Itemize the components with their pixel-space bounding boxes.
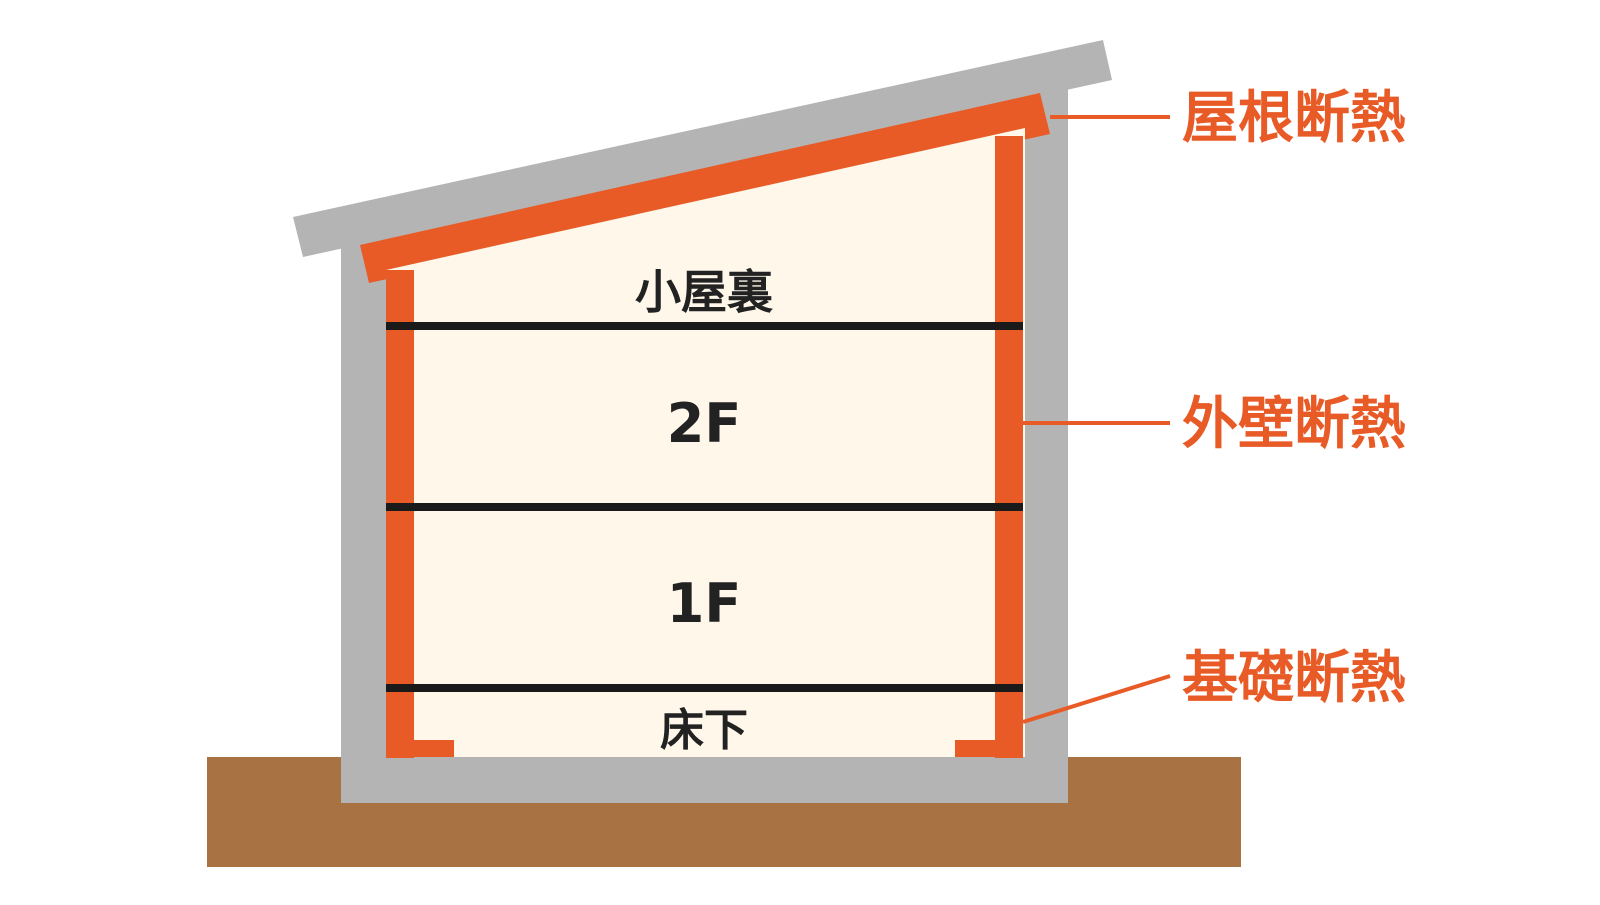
callout-wall-insulation: 外壁断熱 bbox=[1182, 392, 1406, 457]
left-wall-insulation bbox=[386, 270, 414, 758]
right-wall-insulation bbox=[995, 136, 1023, 758]
roof-insulation bbox=[360, 93, 1050, 283]
first-floor-line bbox=[386, 684, 1023, 692]
room-label-2f: 2F bbox=[667, 392, 741, 455]
foundation-insulation-left bbox=[386, 690, 454, 757]
callout-foundation-insulation: 基礎断熱 bbox=[1182, 646, 1406, 711]
callout-roof-insulation: 屋根断熱 bbox=[1182, 86, 1406, 151]
room-label-1f: 1F bbox=[667, 572, 741, 635]
room-label-attic: 小屋裏 bbox=[635, 265, 773, 319]
second-floor-line bbox=[386, 503, 1023, 511]
roof-slab bbox=[293, 40, 1112, 257]
room-label-underfloor: 床下 bbox=[660, 705, 748, 756]
interior bbox=[386, 128, 1025, 757]
foundation-callout-line bbox=[1022, 674, 1171, 724]
foundation-insulation-right bbox=[955, 690, 1023, 757]
attic-floor-line bbox=[386, 322, 1023, 330]
